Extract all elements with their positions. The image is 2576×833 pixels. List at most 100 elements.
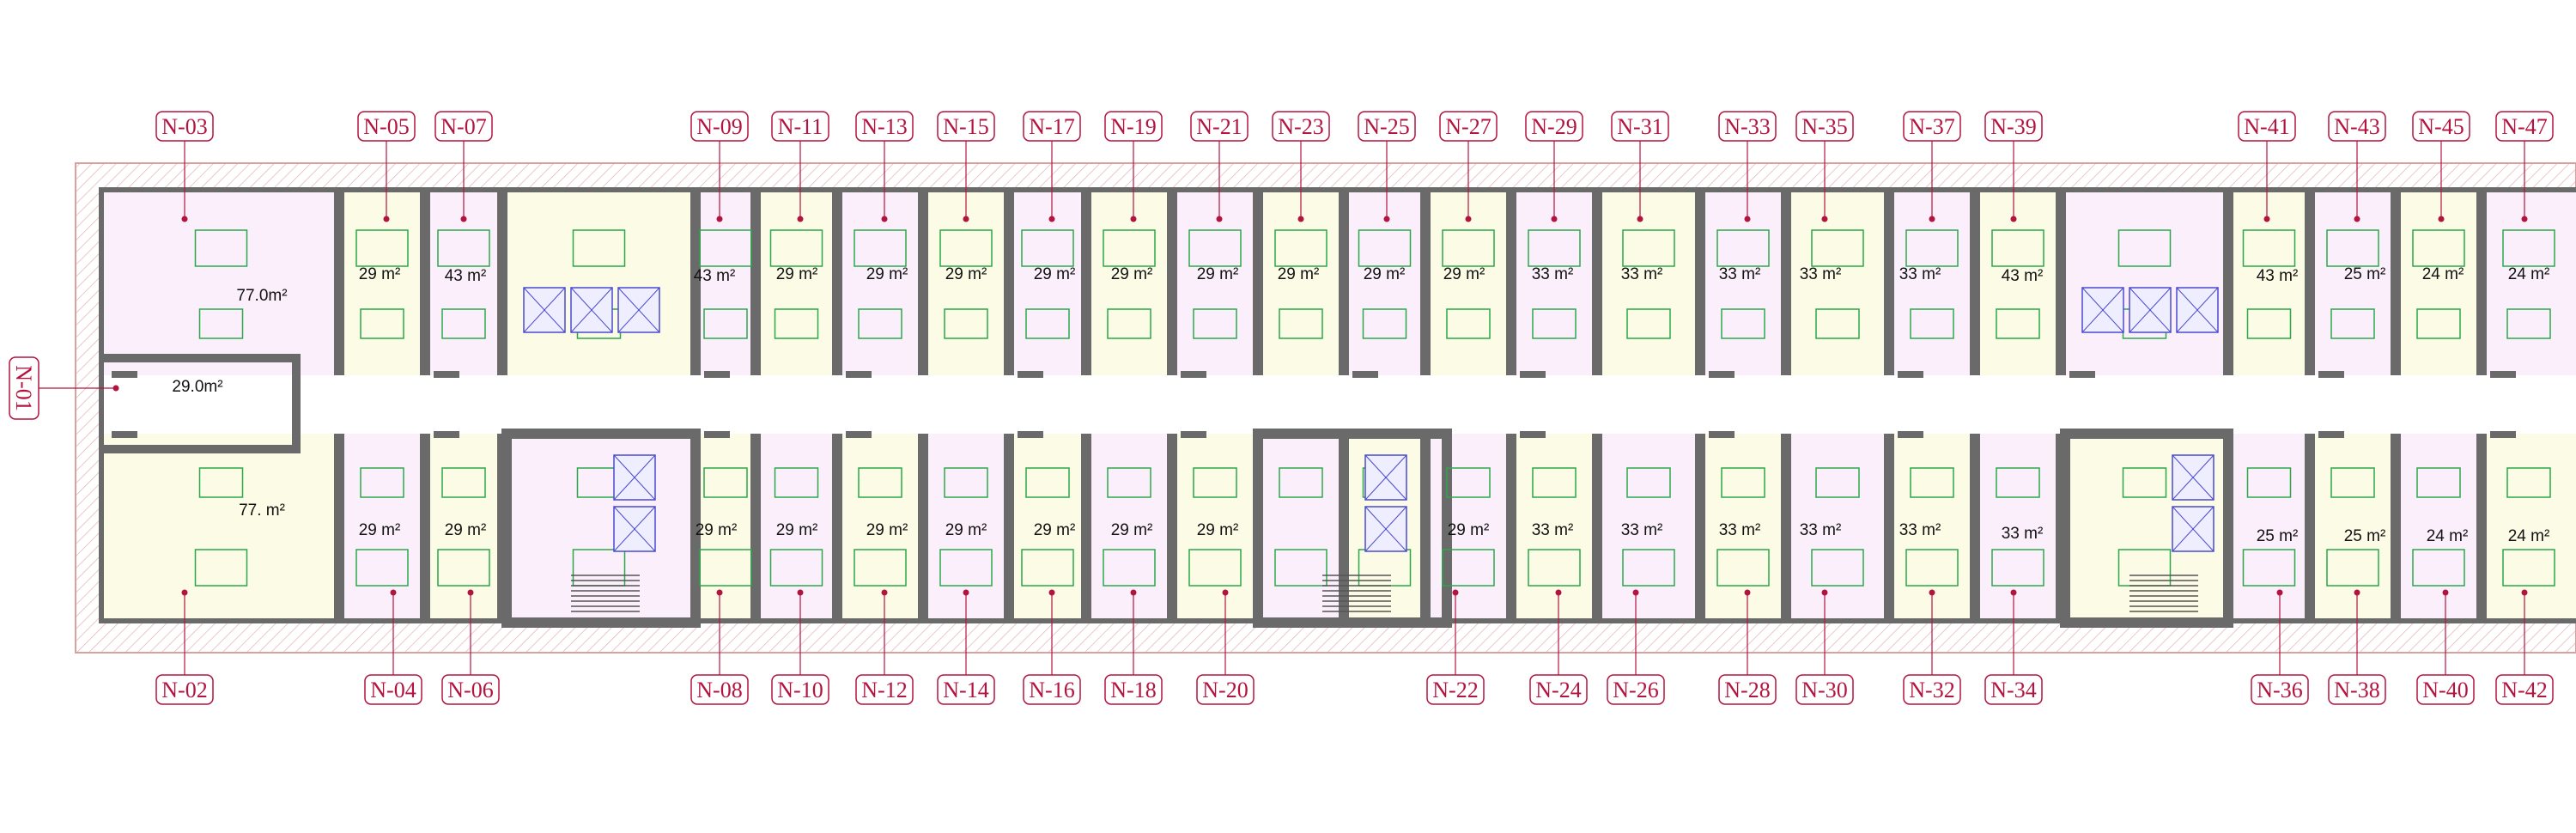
room-bottom	[696, 434, 756, 623]
unit-tag-label: N-12	[861, 678, 907, 702]
leader-dot	[1821, 589, 1828, 596]
wall-stub	[434, 431, 459, 438]
unit-tag-box	[364, 674, 422, 705]
wall-partition-bottom	[1167, 434, 1177, 623]
wall-partition-bottom	[1781, 434, 1791, 623]
unit-tag-label: N-01	[11, 365, 36, 410]
top-unit-tag: N-35	[1795, 111, 1854, 142]
bathroom-top	[944, 308, 988, 339]
bed-bottom	[1905, 549, 1959, 587]
leader-dot	[2276, 589, 2283, 596]
wall-stub	[1898, 371, 1923, 378]
room-bottom	[1172, 434, 1258, 623]
leader-dot	[963, 589, 969, 596]
leader-dot	[467, 589, 474, 596]
unit-tag-box	[1607, 674, 1665, 705]
bathroom-top	[1279, 308, 1323, 339]
unit-tag-label: N-32	[1909, 678, 1954, 702]
bathroom-bottom	[360, 467, 404, 498]
room-area-label: 29 m²	[1443, 265, 1485, 283]
wall-stub	[2318, 431, 2344, 438]
leader-dot	[1130, 589, 1137, 596]
unit-tag-label: N-16	[1029, 678, 1074, 702]
unit-tag-box	[937, 111, 995, 142]
top-unit-tag: N-27	[1439, 111, 1498, 142]
room-area-label: 29 m²	[445, 521, 487, 539]
wall-stub	[704, 371, 730, 378]
leader-dot	[1632, 589, 1639, 596]
wall-top	[103, 187, 2576, 192]
room-bottom	[1597, 434, 1700, 623]
room-area-label: 29 m²	[945, 521, 987, 539]
bed-bottom	[2412, 549, 2465, 587]
unit-tag-label: N-15	[943, 114, 988, 139]
unit-tag-label: N-17	[1029, 114, 1074, 139]
room-top	[1786, 191, 1889, 375]
top-unit-tag: N-19	[1104, 111, 1163, 142]
wall-partition-bottom	[1004, 434, 1014, 623]
room-bottom	[837, 434, 923, 623]
unit-tag-label: N-42	[2501, 678, 2547, 702]
room-top	[339, 191, 425, 375]
room-area-label: 43 m²	[2002, 267, 2044, 285]
wall-partition-top	[2391, 191, 2401, 375]
bottom-unit-tag: N-12	[855, 674, 914, 705]
bottom-unit-tag: N-04	[364, 674, 422, 705]
bathroom-top	[2506, 308, 2551, 339]
room-area-label: 43 m²	[2257, 267, 2299, 285]
leader-dot	[881, 216, 888, 222]
room-top	[837, 191, 923, 375]
unit-tag-label: N-29	[1531, 114, 1577, 139]
wall-stub	[1520, 371, 1546, 378]
wall-partition-top	[420, 191, 430, 375]
wall-partition-bottom	[2476, 434, 2487, 623]
room-area-label: 43 m²	[694, 267, 736, 285]
room-area-label: 33 m²	[1532, 265, 1574, 283]
bed-top	[854, 229, 907, 267]
top-unit-tag: N-17	[1023, 111, 1081, 142]
room-bottom	[2228, 434, 2310, 623]
wall-partition-bottom	[2305, 434, 2315, 623]
unit-tag-box	[1023, 674, 1081, 705]
elevator-cross	[2081, 287, 2124, 333]
unit-tag-label: N-38	[2334, 678, 2379, 702]
bed-top	[1274, 229, 1327, 267]
bathroom-bottom	[1815, 467, 1860, 498]
unit-tag-box	[2412, 111, 2470, 142]
bed-bottom	[437, 549, 490, 587]
room-area-label: 29 m²	[359, 265, 401, 283]
bottom-unit-tag: N-06	[441, 674, 500, 705]
room-top	[1975, 191, 2061, 375]
wall-partition-bottom	[1339, 434, 1349, 623]
leader-dot	[2354, 216, 2360, 222]
wall-partition-bottom	[832, 434, 842, 623]
leader-dot	[181, 216, 188, 222]
top-unit-tag: N-03	[155, 111, 214, 142]
bed-bottom	[1622, 549, 1675, 587]
unit-tag-box	[2251, 674, 2309, 705]
unit-tag-box	[2495, 674, 2554, 705]
leader-dot	[1452, 589, 1459, 596]
wall-stub	[112, 431, 137, 438]
bed-top	[194, 229, 248, 267]
unit-tag-box	[434, 111, 493, 142]
room-area-label: 77.0m²	[236, 287, 287, 305]
room-area-label: 33 m²	[1899, 521, 1941, 539]
unit-tag-box	[1104, 674, 1163, 705]
unit-tag-label: N-36	[2257, 678, 2302, 702]
bathroom-bottom	[774, 467, 819, 498]
unit-tag-box	[1795, 674, 1854, 705]
unit-tag-label: N-07	[440, 114, 486, 139]
leader-dot	[2521, 216, 2528, 222]
unit-tag-box	[1984, 111, 2043, 142]
bathroom-top	[441, 308, 486, 339]
leader-dot	[181, 589, 188, 596]
elevator	[2172, 454, 2215, 501]
wall-partition-top	[750, 191, 761, 375]
bed-top	[437, 229, 490, 267]
bathroom-top	[774, 308, 819, 339]
unit-tag-box	[1718, 111, 1777, 142]
wall-partition-bottom	[1970, 434, 1980, 623]
wall-partition-top	[1781, 191, 1791, 375]
room-area-label: 29 m²	[1278, 265, 1320, 283]
